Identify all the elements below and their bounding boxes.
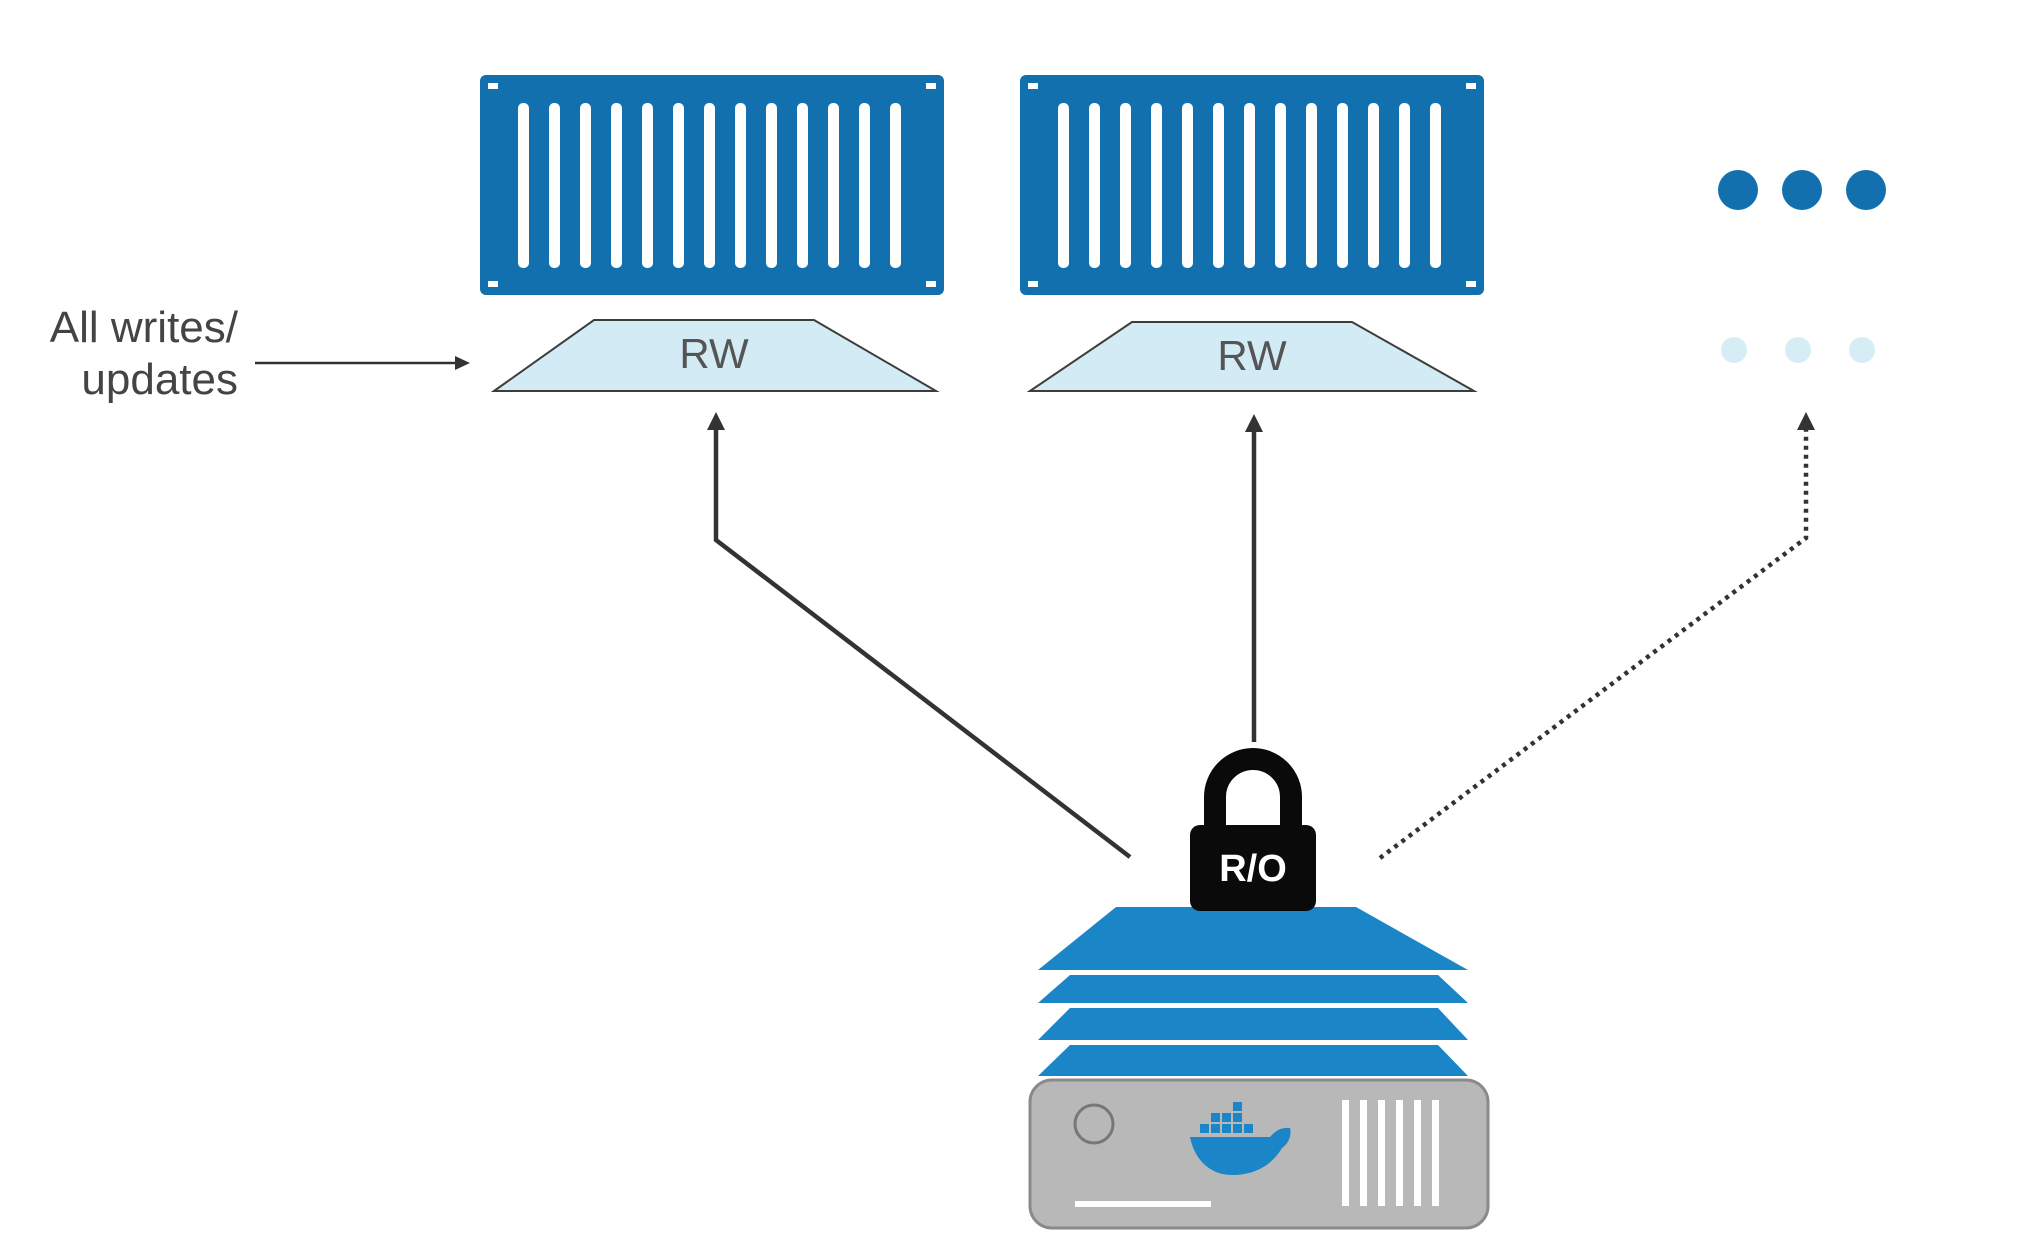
image-layer-stack [1038,907,1468,1076]
image-layer [1038,975,1468,1003]
more-containers-dots [1718,170,1886,210]
image-layer [1038,1045,1468,1076]
image-to-container-1-arrow [707,412,1132,859]
rw-layer-1: RW [490,319,940,392]
image-layer [1038,907,1468,970]
rw-label-1: RW [679,330,749,377]
annotation-line-2: updates [81,355,238,404]
drive-slot [1075,1201,1211,1207]
annotation-label: All writes/ updates [50,302,238,406]
padlock-icon: R/O [1190,748,1316,911]
annotation-line-1: All writes/ [49,303,238,352]
power-button-icon [1073,1103,1115,1145]
more-rw-layers-dots [1721,337,1875,363]
shipping-container-icon [480,75,944,295]
lock-label: R/O [1219,848,1287,890]
vent-grille [1342,1100,1439,1206]
server-host-icon [1028,1078,1490,1230]
shipping-container-icon [1020,75,1484,295]
rw-layer-2: RW [1026,321,1478,392]
rw-label-2: RW [1217,332,1287,379]
image-layer [1038,1008,1468,1040]
image-to-container-2-arrow [1245,414,1263,742]
image-to-more-containers-arrow [1378,412,1815,860]
docker-whale-icon [1190,1102,1291,1175]
annotation-arrow [255,356,470,370]
